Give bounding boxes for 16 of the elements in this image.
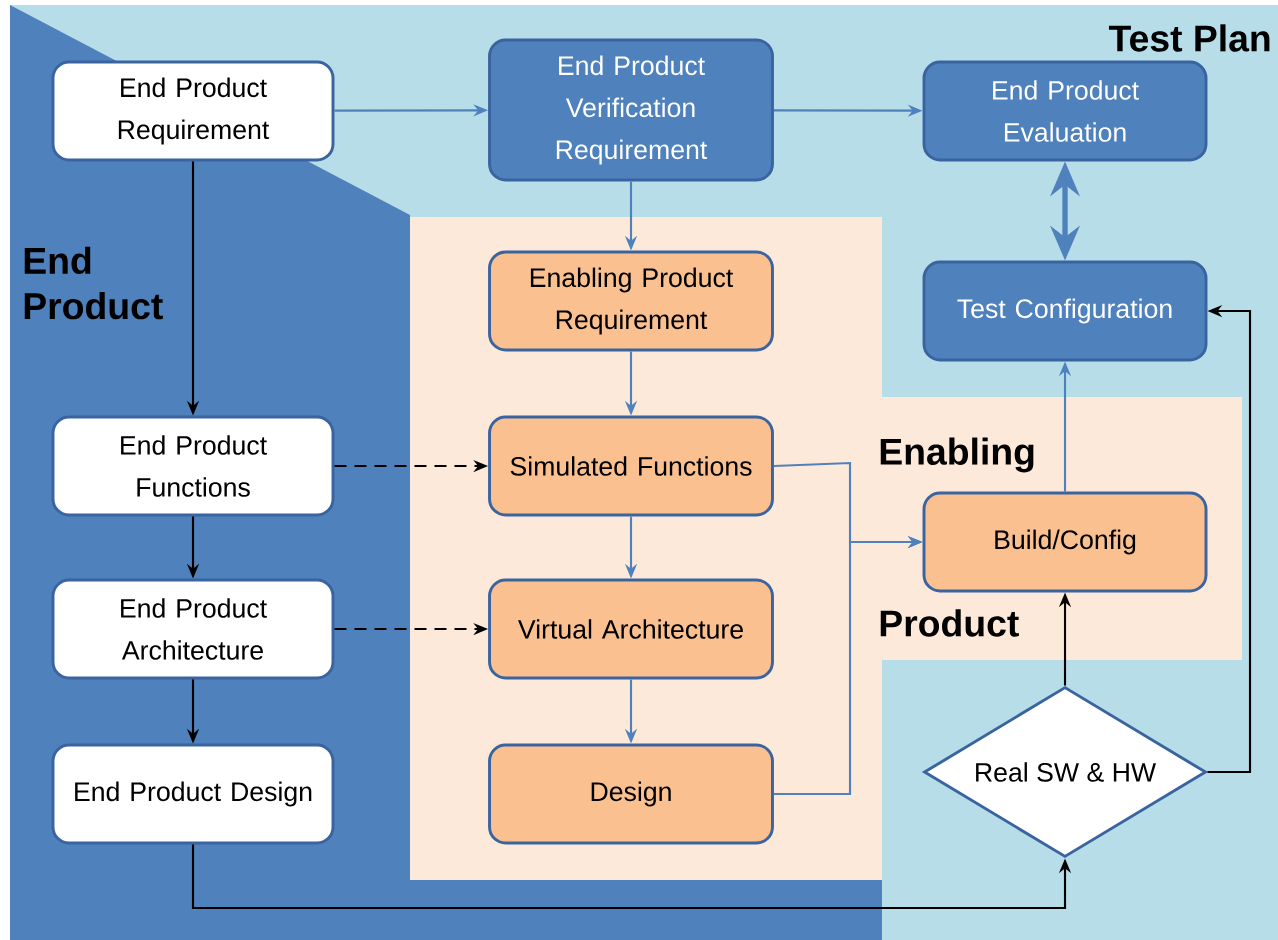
region-label: Test Plan	[1108, 24, 1270, 52]
process-box: End Product Requirement	[51, 60, 335, 162]
region-label: End Product	[24, 246, 163, 320]
region-label: Product	[880, 609, 1019, 637]
region-label: Enabling	[880, 437, 1034, 473]
process-box: Test Configuration	[922, 260, 1208, 362]
process-box: Enabling Product Requirement	[488, 250, 774, 352]
process-box: End Product Architecture	[51, 578, 335, 680]
process-box: End Product Design	[51, 743, 335, 845]
process-box: End Product Verification Requirement	[488, 38, 774, 182]
process-box: Design	[488, 743, 774, 845]
process-box: End Product Functions	[51, 415, 335, 517]
process-box: Simulated Functions	[488, 415, 774, 517]
process-box: Build/Config	[922, 491, 1208, 593]
process-box: End Product Evaluation	[922, 60, 1208, 162]
process-box: Virtual Architecture	[488, 578, 774, 680]
